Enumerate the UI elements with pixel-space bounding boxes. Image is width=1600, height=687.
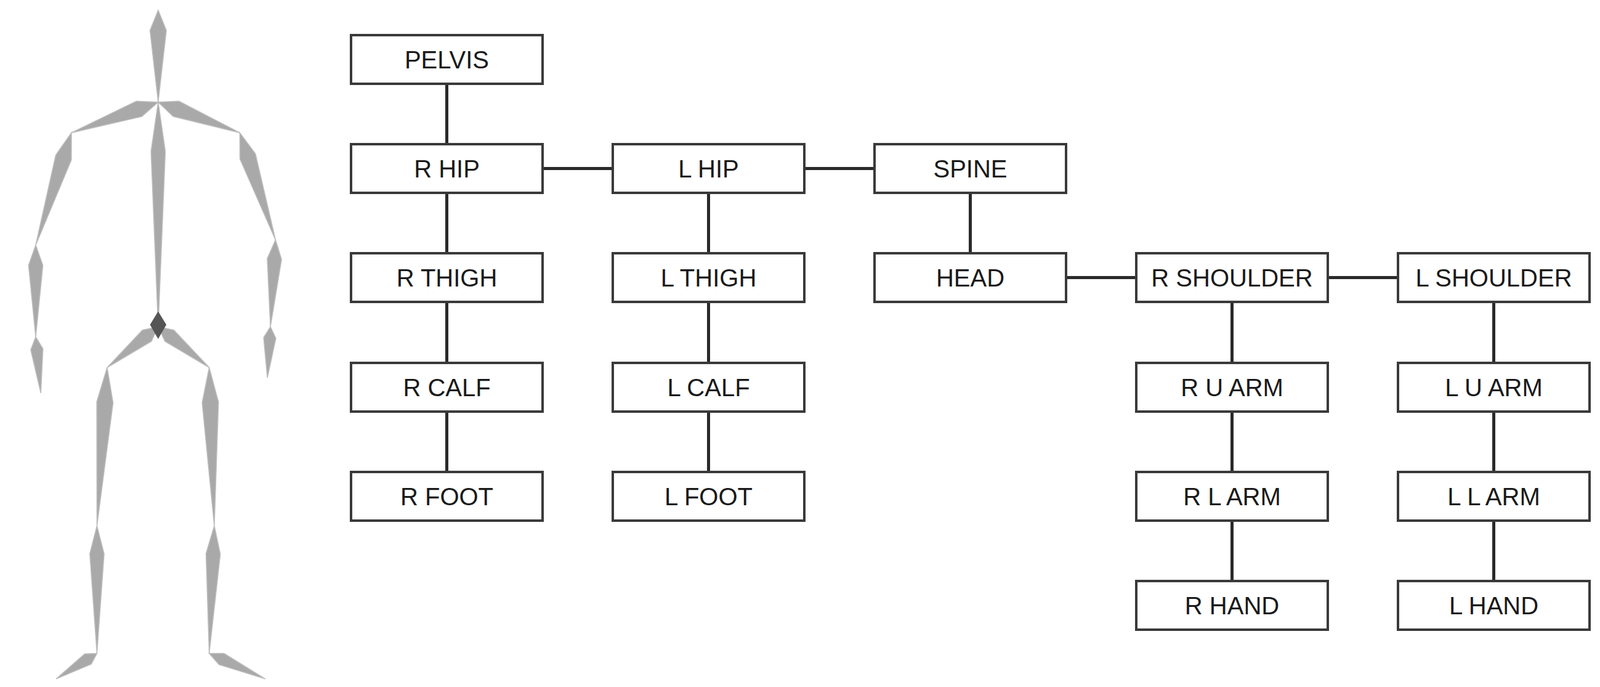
bone-segment bbox=[56, 652, 97, 679]
bone-label: R HAND bbox=[1184, 593, 1280, 618]
bone-segment bbox=[206, 525, 221, 653]
bone-segment bbox=[30, 336, 44, 393]
bone-label: R U ARM bbox=[1180, 375, 1284, 400]
bone-label: R THIGH bbox=[396, 265, 498, 291]
pelvis-joint bbox=[150, 311, 167, 339]
hierarchy-connector bbox=[445, 193, 449, 252]
bone-segment bbox=[150, 102, 166, 328]
hierarchy-connector bbox=[445, 303, 449, 362]
hierarchy-connector bbox=[445, 84, 449, 143]
bone-segment bbox=[89, 525, 105, 653]
bone-label: R FOOT bbox=[400, 484, 494, 509]
hierarchy-connector bbox=[1230, 521, 1234, 580]
hierarchy-connector bbox=[1067, 275, 1136, 279]
bone-label: L THIGH bbox=[660, 265, 757, 291]
hierarchy-connector bbox=[1230, 412, 1234, 471]
bone-box: L THIGH bbox=[611, 251, 806, 304]
bone-segment bbox=[263, 326, 276, 378]
bone-label: R HIP bbox=[413, 156, 480, 182]
bone-segment bbox=[267, 239, 282, 327]
bone-box: R CALF bbox=[349, 361, 544, 413]
bone-label: L CALF bbox=[666, 375, 750, 400]
bone-box: R HAND bbox=[1135, 579, 1330, 631]
bone-label: L SHOULDER bbox=[1415, 265, 1572, 291]
bone-box: R THIGH bbox=[349, 251, 544, 304]
hierarchy-connector bbox=[707, 193, 711, 252]
bone-box: L L ARM bbox=[1396, 470, 1591, 522]
bone-box: L CALF bbox=[611, 361, 806, 413]
bone-segment bbox=[239, 132, 276, 240]
hierarchy-connector bbox=[707, 412, 711, 471]
bone-box: PELVIS bbox=[349, 33, 544, 85]
bone-box: R L ARM bbox=[1135, 470, 1330, 522]
bone-box: R U ARM bbox=[1135, 361, 1330, 413]
hierarchy-connector bbox=[1492, 303, 1496, 362]
bone-label: R CALF bbox=[402, 375, 491, 400]
bone-label: HEAD bbox=[936, 265, 1005, 291]
hierarchy-connector bbox=[805, 166, 874, 170]
bone-label: L FOOT bbox=[664, 484, 753, 509]
bone-box: R SHOULDER bbox=[1135, 251, 1330, 304]
bone-segment bbox=[28, 245, 43, 337]
bone-segment bbox=[71, 101, 159, 133]
bone-box: HEAD bbox=[873, 251, 1068, 304]
bone-segment bbox=[158, 101, 241, 133]
hierarchy-connector bbox=[968, 193, 972, 252]
bone-box: L HAND bbox=[1396, 579, 1591, 631]
hierarchy-connector bbox=[1329, 275, 1397, 279]
hierarchy-connector bbox=[1230, 303, 1234, 362]
bone-box: R HIP bbox=[349, 142, 544, 194]
bone-label: L HAND bbox=[1449, 593, 1539, 618]
bone-segment bbox=[107, 326, 159, 368]
bone-label: L L ARM bbox=[1447, 484, 1540, 509]
bone-box: L SHOULDER bbox=[1396, 251, 1591, 304]
hierarchy-connector bbox=[707, 303, 711, 362]
bone-box: SPINE bbox=[873, 142, 1068, 194]
bone-box: L U ARM bbox=[1396, 361, 1591, 413]
bone-segment bbox=[209, 652, 266, 679]
hierarchy-connector bbox=[445, 412, 449, 471]
bone-segment bbox=[202, 367, 219, 526]
hierarchy-connector bbox=[543, 166, 612, 170]
bone-label: L HIP bbox=[678, 156, 740, 182]
bone-label: L U ARM bbox=[1444, 375, 1543, 400]
bone-label: R SHOULDER bbox=[1151, 265, 1313, 291]
bone-label: PELVIS bbox=[404, 47, 489, 73]
bone-segment bbox=[35, 132, 72, 245]
bone-label: SPINE bbox=[933, 156, 1007, 182]
hierarchy-connector bbox=[1492, 412, 1496, 471]
hierarchy-connector bbox=[1492, 521, 1496, 580]
bone-segment bbox=[150, 10, 167, 103]
bone-box: L FOOT bbox=[611, 470, 806, 522]
bone-segment bbox=[96, 367, 113, 526]
bone-box: L HIP bbox=[611, 142, 806, 194]
bone-segment bbox=[158, 326, 210, 368]
bone-label: R L ARM bbox=[1183, 484, 1281, 509]
bone-box: R FOOT bbox=[349, 470, 544, 522]
